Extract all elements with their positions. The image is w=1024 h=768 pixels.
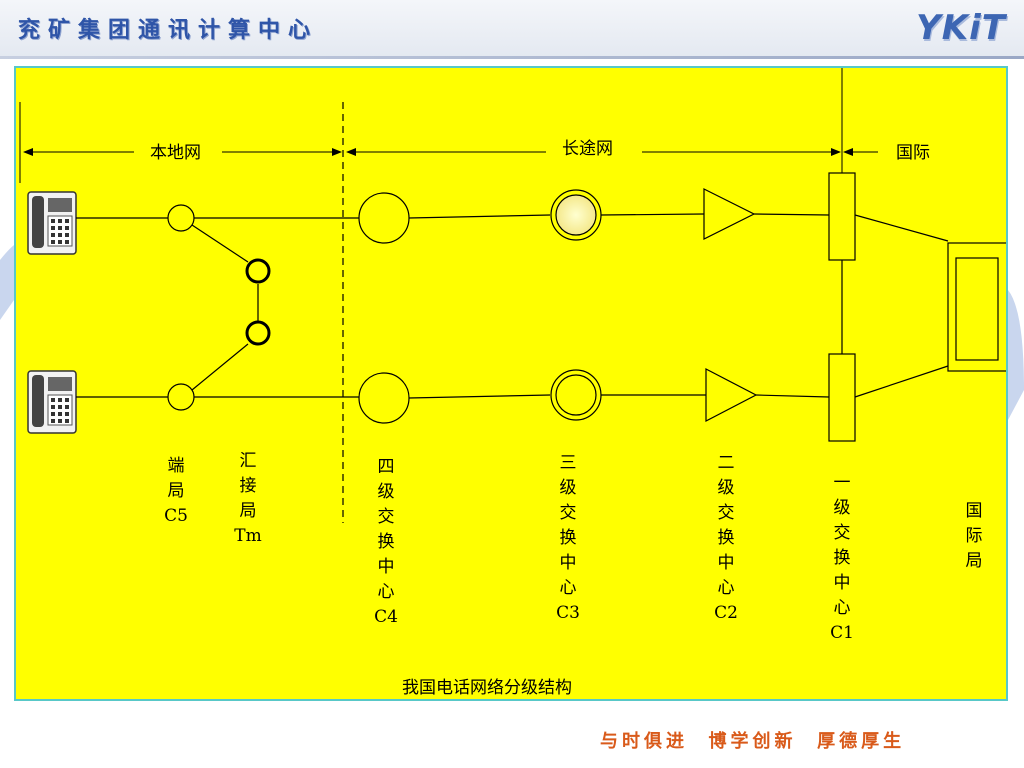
c2-node-top: [703, 188, 756, 240]
section-local-label: 本地网: [150, 143, 201, 163]
c3-node-top: [550, 189, 602, 241]
c2-node-bottom: [705, 368, 758, 422]
org-title: 兖矿集团通讯计算中心: [18, 18, 319, 43]
section-international-label: 国际: [896, 143, 930, 163]
section-long-distance-label: 长途网: [562, 139, 613, 159]
footer-slogan: 与时俱进 博学创新 厚德厚生: [600, 731, 906, 752]
diagram-canvas: 本地网 长途网 国际: [19, 68, 1006, 698]
c3-node-bottom: [550, 369, 602, 421]
connection-lines: [76, 213, 949, 399]
c1-node-bottom: [828, 353, 856, 442]
c4-node-top: [358, 192, 410, 244]
header-divider: [0, 56, 1024, 59]
tandem-node-top: [245, 258, 271, 284]
international-office-node: [947, 242, 1006, 372]
diagram-caption: 我国电话网络分级结构: [402, 678, 572, 698]
international-office-label: 国际局: [966, 501, 983, 571]
end-office-node-top: [167, 204, 195, 232]
header-bar: 兖矿集团通讯计算中心 YKiT: [0, 0, 1024, 56]
tandem-node-bottom: [245, 320, 271, 346]
c4-node-bottom: [358, 372, 410, 424]
end-office-node-bottom: [167, 383, 195, 411]
telephone-icon: [27, 191, 77, 255]
telephone-icon: [27, 370, 77, 434]
telephone-network-diagram: 本地网 长途网 国际: [14, 66, 1008, 701]
ykit-logo: YKiT: [916, 8, 1006, 48]
c1-node-top: [828, 172, 856, 261]
